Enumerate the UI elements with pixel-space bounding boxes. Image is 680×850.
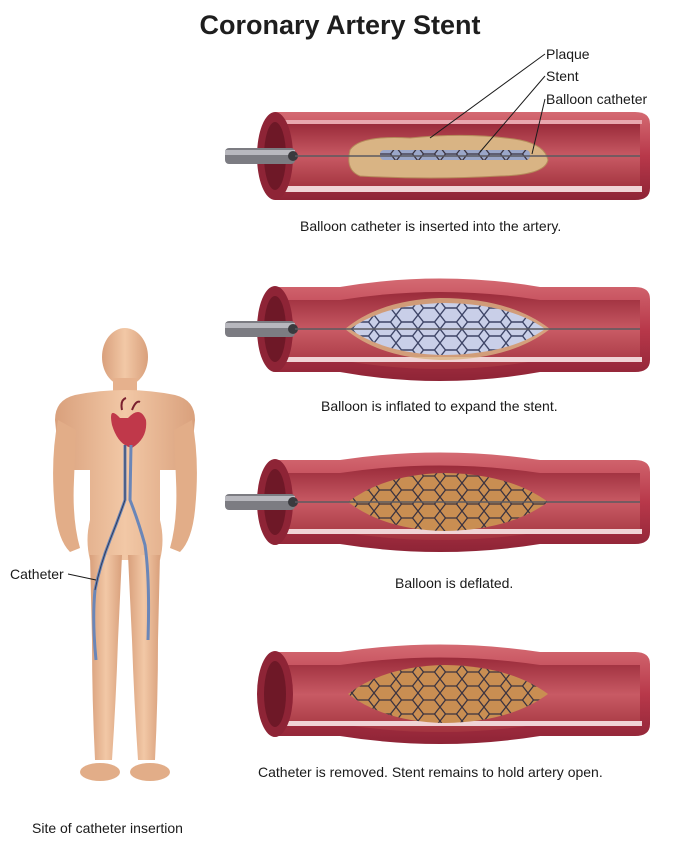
- artery-panel-3: [225, 452, 650, 552]
- caption-step-4: Catheter is removed. Stent remains to ho…: [258, 764, 603, 780]
- catheter-leader: [67, 573, 97, 581]
- diagram-title: Coronary Artery Stent: [199, 10, 481, 40]
- artery-panel-2: [225, 278, 650, 381]
- caption-step-1: Balloon catheter is inserted into the ar…: [300, 218, 562, 234]
- label-catheter: Catheter: [10, 566, 64, 582]
- callout-leaders: [429, 53, 546, 155]
- caption-step-2: Balloon is inflated to expand the stent.: [321, 398, 558, 414]
- callout-balloon-catheter: Balloon catheter: [546, 91, 648, 107]
- callout-stent: Stent: [546, 68, 579, 84]
- label-site-of-insertion: Site of catheter insertion: [32, 820, 183, 836]
- human-figure: [53, 328, 197, 781]
- artery-panel-1: [225, 112, 650, 200]
- callout-plaque: Plaque: [546, 46, 590, 62]
- caption-step-3: Balloon is deflated.: [395, 575, 514, 591]
- artery-panel-4: [257, 644, 650, 744]
